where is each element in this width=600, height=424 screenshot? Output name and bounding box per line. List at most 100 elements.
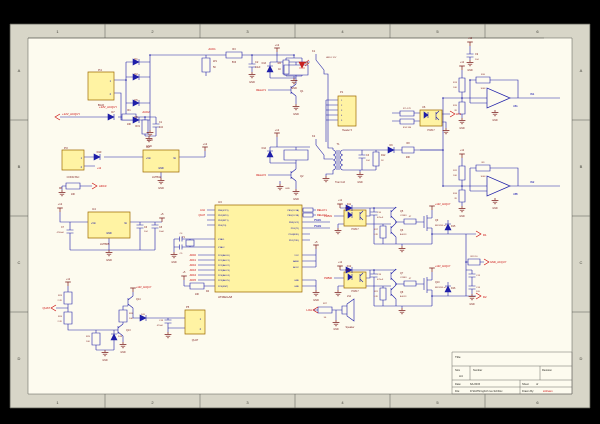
schematic-text: K1 xyxy=(312,49,316,53)
schematic-text: 20K xyxy=(406,156,411,159)
schematic-text: XTAL2 xyxy=(218,246,225,249)
zone-label: C xyxy=(580,260,583,265)
schematic-text: +12 xyxy=(460,61,465,64)
schematic-text: 10uF xyxy=(159,231,165,233)
schematic-text: U10 xyxy=(345,269,350,272)
schematic-text: PB0(ICP1) xyxy=(218,210,229,212)
schematic-text: D2 xyxy=(483,295,487,299)
schematic-text: 1K xyxy=(278,68,281,71)
schematic-text: R25 xyxy=(86,336,91,338)
schematic-text: 2K xyxy=(381,160,384,162)
schematic-text: C16 xyxy=(377,212,382,214)
schematic-text: GND xyxy=(313,298,319,302)
schematic-text: IN1 xyxy=(530,92,535,96)
schematic-text: U4 xyxy=(92,207,96,211)
schematic-text: LS1 xyxy=(347,295,352,298)
schematic-text: 103 xyxy=(476,291,480,293)
schematic-text: U2 xyxy=(146,145,150,149)
schematic-text: GND xyxy=(147,138,153,142)
schematic-text: +12 xyxy=(275,128,280,132)
schematic-text: C5 xyxy=(180,253,184,255)
schematic-text: PB2(OC1B) xyxy=(287,215,299,217)
schematic-text: PWM1 xyxy=(324,214,332,218)
schematic-text: IRF3205 x2 xyxy=(435,287,447,289)
schematic-text: R2 xyxy=(278,61,282,65)
schematic-text: Q1 xyxy=(300,89,304,93)
schematic-text: XTAL1 xyxy=(218,238,225,241)
schematic-text: VCC xyxy=(294,255,299,257)
schematic-text: P3 xyxy=(64,146,68,150)
schematic-text: GND xyxy=(492,207,498,210)
schematic-text: +12 xyxy=(97,167,102,170)
schematic-text: C18 xyxy=(159,320,164,322)
wires-mcu xyxy=(173,181,330,290)
schematic-text: HT1 xyxy=(456,112,461,116)
schematic-text: +12 xyxy=(203,142,208,146)
schematic-text: GND xyxy=(146,144,152,148)
schematic-text: C8 xyxy=(159,226,163,229)
schematic-text: 470uF xyxy=(377,217,384,219)
schematic-text: LM7805 xyxy=(100,242,110,246)
zone-label: 3 xyxy=(246,29,249,34)
schematic-text: +12 xyxy=(58,202,63,206)
schematic-text: Header 5 xyxy=(342,129,353,132)
schematic-text: R9 xyxy=(482,162,486,164)
number-label: Number xyxy=(473,368,482,372)
schematic-text: D7 xyxy=(111,110,115,114)
zone-label: D xyxy=(580,356,583,361)
schematic-text: PC3(ADC3) xyxy=(218,269,230,272)
zone-label: 2 xyxy=(151,400,154,405)
schematic-text: Vo xyxy=(173,157,176,160)
schematic-text: Q14 xyxy=(136,298,141,301)
schematic-text: D12 xyxy=(347,265,352,268)
schematic-text: +12 xyxy=(460,149,465,152)
schematic-text: +12 xyxy=(66,278,71,281)
schematic-text: GND xyxy=(469,303,475,306)
zone-label: A xyxy=(580,68,583,73)
schematic-text: U8B xyxy=(513,193,518,196)
sheet-frame-lines xyxy=(9,23,591,409)
schematic-text: Q2 xyxy=(300,174,304,178)
schematic-text: C7 xyxy=(61,226,65,229)
opto-transistor-glyphs xyxy=(359,110,440,283)
schematic-text: PD5(T1) xyxy=(291,228,300,230)
schematic-text: +12 xyxy=(468,37,473,40)
schematic-text: GND xyxy=(293,112,299,116)
schematic-text: 10K xyxy=(453,87,457,89)
schematic-text: C2383 xyxy=(400,215,407,217)
schematic-text: +5 xyxy=(161,212,165,216)
schematic-text: PC2(ADC2) xyxy=(218,264,230,267)
schematic-text: PC817 xyxy=(351,290,359,293)
schematic-text: 100K xyxy=(480,176,486,178)
schematic-text: RELAY1 xyxy=(317,208,327,212)
schematic-text: C19 xyxy=(377,274,382,276)
zone-label: 6 xyxy=(536,400,539,405)
schematic-text: Y1 xyxy=(182,235,186,239)
schematic-text: +12 xyxy=(275,43,280,47)
schematic-text: 10K xyxy=(71,193,76,196)
schematic-text: PWM1 xyxy=(314,219,322,222)
schematic-text: BAQ xyxy=(98,103,105,107)
schematic-text: D6 xyxy=(134,115,138,119)
schematic-text: IN2 xyxy=(530,180,535,184)
zone-label: 1 xyxy=(56,29,59,34)
schematic-text: PD4(T0) xyxy=(218,225,227,227)
schematic-text: QUAT xyxy=(192,339,199,342)
schematic-text: 2K xyxy=(454,110,457,112)
schematic-text: R4 xyxy=(206,290,210,293)
schematic-text: ADC5 xyxy=(190,279,197,282)
schematic-text: HRS1 12V xyxy=(326,57,337,59)
title-block: Title Size A4 Number Revision Date: 6/1/… xyxy=(451,351,573,395)
zone-label: C xyxy=(18,260,21,265)
wires-fan xyxy=(56,286,185,351)
schematic-text: R24 xyxy=(58,316,63,318)
wires-speaker xyxy=(314,309,342,320)
schematic-text: QUAT xyxy=(42,306,50,310)
schematic-text: AVCC xyxy=(293,266,299,269)
schematic-text: 5K xyxy=(213,66,216,69)
pwr-symbols xyxy=(57,41,473,292)
schematic-text: D20 xyxy=(141,314,146,316)
schematic-text: GND xyxy=(285,188,290,190)
schematic-text: PC4(ADC4) xyxy=(218,274,230,277)
